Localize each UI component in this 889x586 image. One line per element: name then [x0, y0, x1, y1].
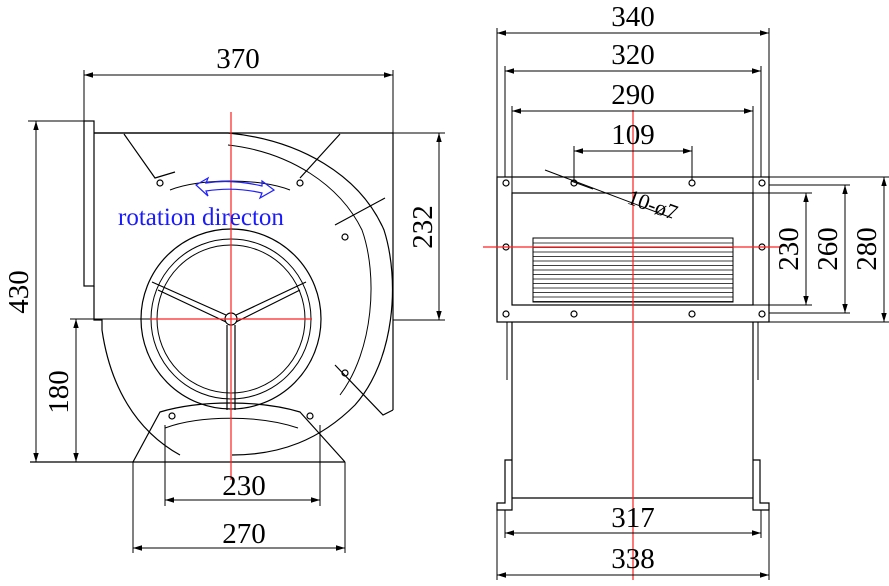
dim-317: 317: [611, 502, 655, 534]
dim-232: 232: [407, 205, 439, 249]
rotation-label: rotation directon: [118, 204, 284, 231]
dim-340: 340: [611, 1, 655, 33]
dim-180: 180: [43, 370, 75, 414]
dim-109: 109: [611, 119, 655, 151]
dim-370: 370: [216, 43, 260, 75]
dim-260: 260: [812, 227, 844, 271]
side-view: 340 320 290 109 10-ø7 230 260 280: [483, 1, 889, 580]
rotation-arrow-icon: [194, 176, 276, 200]
dim-290: 290: [611, 79, 655, 111]
dim-230-base: 230: [222, 470, 266, 502]
front-flange: [83, 120, 95, 287]
dim-320: 320: [611, 39, 655, 71]
dim-430: 430: [3, 270, 35, 314]
dim-230-side: 230: [773, 227, 805, 271]
dim-280: 280: [851, 227, 883, 271]
dim-270: 270: [222, 518, 266, 550]
dim-338: 338: [611, 543, 655, 575]
front-view: rotation directon 370 430 180 232 230 27…: [3, 43, 445, 553]
